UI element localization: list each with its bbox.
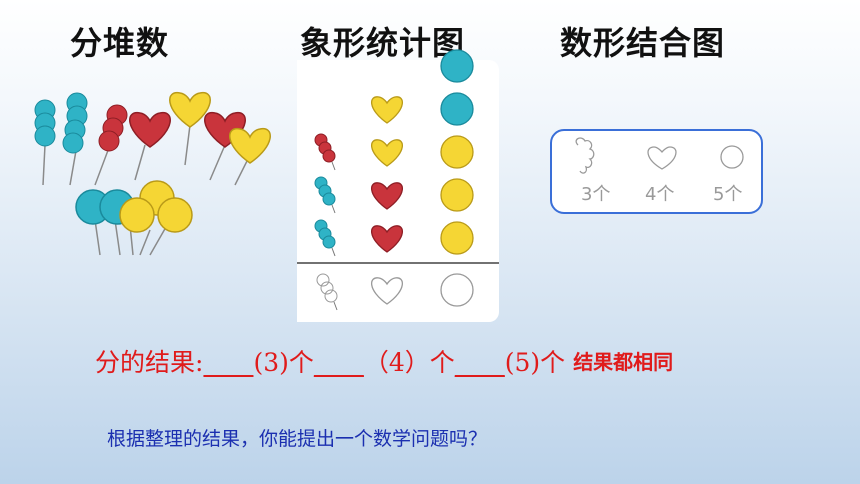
answer-value-2: （4）个 xyxy=(363,348,455,377)
pictograph-mark-candied xyxy=(314,133,336,171)
category-icon-round xyxy=(440,273,474,307)
pictograph-mark-round xyxy=(440,49,474,83)
category-icon-heart xyxy=(371,277,403,305)
answer-blank-1: ____ xyxy=(203,348,254,377)
count-label-heart: 4个 xyxy=(645,184,675,205)
pictograph-mark-heart xyxy=(371,225,403,253)
combined-chart-icons xyxy=(575,137,744,174)
answer-blank-2: ____ xyxy=(313,348,364,377)
title-combined: 数形结合图 xyxy=(560,24,726,62)
answer-value-1: (3)个 xyxy=(253,348,314,377)
count-label-round: 5个 xyxy=(713,184,743,205)
result-sentence: 分的结果:____(3)个____（4）个____(5)个结果都相同 xyxy=(95,343,673,379)
pictograph-mark-round xyxy=(440,135,474,169)
answer-blank-3: ____ xyxy=(454,348,505,377)
count-label-candied: 3个 xyxy=(581,184,611,205)
category-icon-candied xyxy=(316,273,338,311)
pictograph-chart xyxy=(297,49,499,311)
pictograph-mark-heart xyxy=(371,139,403,167)
result-conclusion: 结果都相同 xyxy=(573,350,674,374)
pictograph-mark-round xyxy=(440,178,474,212)
title-piles: 分堆数 xyxy=(70,24,170,62)
result-prefix: 分的结果: xyxy=(95,348,204,377)
pictograph-mark-round xyxy=(440,92,474,126)
balloon-piles-illustration xyxy=(34,92,271,256)
pictograph-mark-heart xyxy=(371,96,403,124)
pictograph-mark-round xyxy=(440,221,474,255)
pictograph-mark-candied xyxy=(314,176,336,214)
pictograph-mark-candied xyxy=(314,219,336,257)
question-prompt: 根据整理的结果，你能提出一个数学问题吗？ xyxy=(107,428,488,450)
answer-value-3: (5)个 xyxy=(504,348,566,377)
pictograph-mark-heart xyxy=(371,182,403,210)
title-pictograph: 象形统计图 xyxy=(300,24,466,62)
